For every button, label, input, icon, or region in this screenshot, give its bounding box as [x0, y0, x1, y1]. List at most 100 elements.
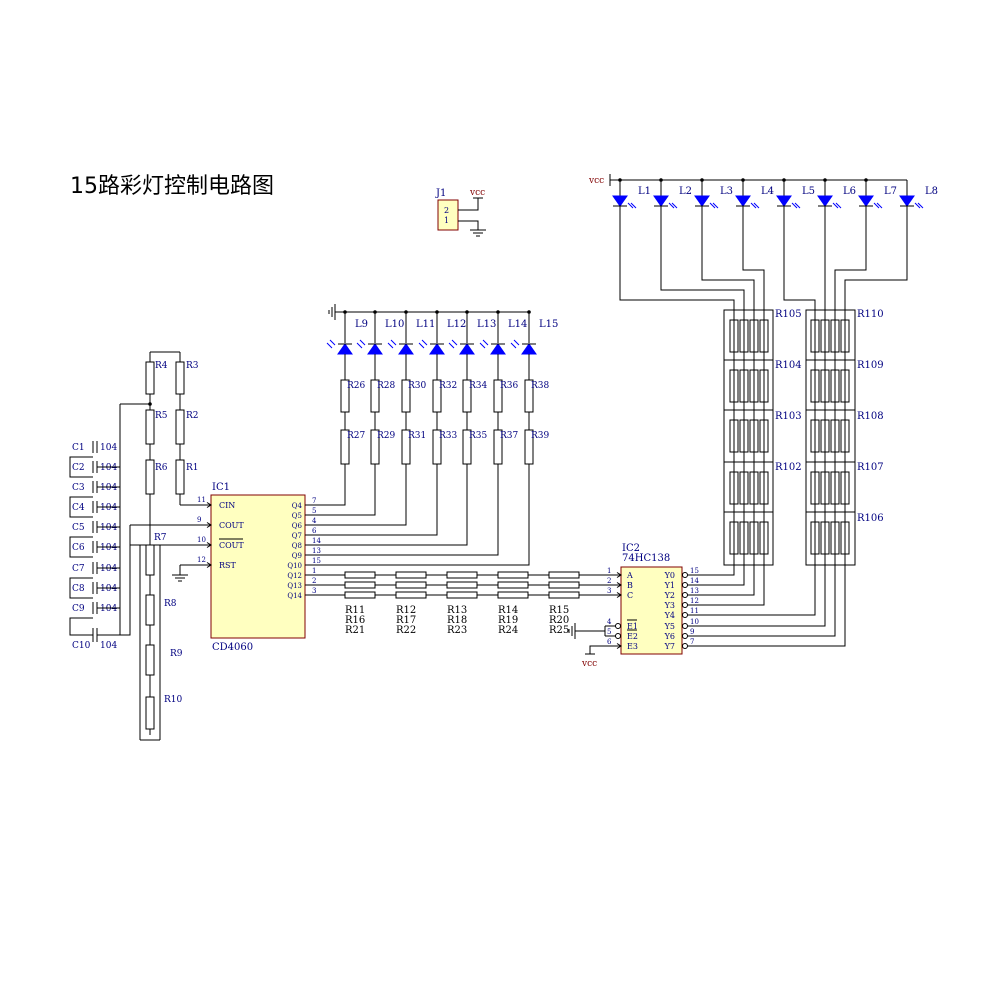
capacitor-value: 104 — [100, 463, 117, 473]
pin-number: 6 — [607, 638, 612, 646]
pin-bubble — [682, 572, 688, 578]
pin-number: 12 — [197, 556, 206, 564]
pin-number: 7 — [312, 497, 316, 505]
ic1-body — [210, 494, 306, 639]
capacitor-value: 104 — [100, 564, 117, 574]
resistor-label: R9 — [170, 649, 183, 659]
pin-name: Q7 — [292, 532, 302, 540]
wire — [834, 206, 867, 310]
resistor-label: R2 — [186, 411, 199, 421]
led-light-icon — [791, 202, 801, 209]
pin-number: 2 — [312, 577, 316, 585]
led-symbol — [858, 195, 874, 207]
led-symbol — [490, 343, 506, 355]
capacitor-label: C6 — [72, 543, 85, 553]
resistor-series — [548, 581, 580, 589]
resistor-label: R12 — [396, 605, 416, 616]
pin-name: Y5 — [664, 622, 675, 631]
resistor-label: R39 — [531, 431, 550, 441]
pin-name: RST — [219, 561, 237, 570]
wire — [97, 525, 131, 636]
capacitor-label: C5 — [72, 523, 85, 533]
pin-number: 4 — [312, 517, 317, 525]
led-symbol — [735, 195, 751, 207]
led-symbol — [694, 195, 710, 207]
pin-number: 13 — [690, 587, 699, 595]
resistor-series — [395, 591, 427, 599]
led-symbol — [899, 195, 915, 207]
led-label: L12 — [447, 319, 466, 330]
led-symbol — [429, 343, 445, 355]
resistor-label: R24 — [498, 625, 518, 636]
pin-number: 10 — [690, 618, 699, 626]
capacitor-label: C10 — [72, 641, 91, 651]
resistor-label: R11 — [345, 605, 365, 616]
led-light-icon — [326, 339, 336, 349]
pin-bubble — [615, 623, 621, 629]
led-light-icon — [709, 202, 719, 209]
pin-number: 13 — [312, 547, 321, 555]
led-light-icon — [356, 339, 366, 349]
wire — [844, 206, 908, 310]
pin-number: 5 — [312, 507, 316, 515]
pin-number: 4 — [607, 618, 612, 626]
resistor-label: R102 — [775, 462, 802, 473]
wire — [325, 464, 468, 546]
wire — [700, 565, 816, 616]
pin-number: 5 — [607, 628, 611, 636]
resistor-label: R38 — [531, 381, 550, 391]
pin-name: Q9 — [292, 552, 302, 560]
resistor-series — [446, 571, 478, 579]
resistor-label: R23 — [447, 625, 467, 636]
led-light-icon — [668, 202, 678, 209]
wire — [97, 506, 121, 528]
pin-name: Y7 — [664, 642, 675, 651]
led-light-icon — [387, 339, 397, 349]
resistor-r2 — [175, 409, 185, 445]
pin-name: A — [626, 571, 633, 580]
ic2-ref: IC2 — [622, 543, 640, 554]
ic2-part: 74HC138 — [622, 553, 670, 564]
pin-number: 10 — [197, 536, 206, 544]
resistor-series — [497, 591, 529, 599]
pin-arrow — [206, 502, 212, 508]
led-light-icon — [448, 339, 458, 349]
pin-number: 11 — [690, 607, 699, 615]
pin-name: COUT — [219, 521, 244, 530]
wire — [700, 565, 846, 647]
led-symbol — [817, 195, 833, 207]
pin-name: Q10 — [287, 562, 302, 570]
resistor-label: R26 — [347, 381, 366, 391]
resistor-series — [344, 581, 376, 589]
capacitor-value: 104 — [100, 604, 117, 614]
resistor-label: R8 — [164, 599, 177, 609]
led-label: L4 — [761, 186, 774, 197]
resistor-label: R20 — [549, 615, 569, 626]
resistor-label: R107 — [857, 462, 884, 473]
pin-name: Y0 — [664, 571, 675, 580]
pin-name: Y6 — [664, 632, 675, 641]
resistor-label: R108 — [857, 411, 884, 422]
pin-name: B — [627, 581, 633, 590]
pin-number: 11 — [197, 496, 206, 504]
wire — [325, 464, 499, 556]
wire — [69, 536, 93, 558]
led-symbol — [776, 195, 792, 207]
pin-bubble — [682, 582, 688, 588]
vcc-label: vcc — [588, 176, 604, 186]
resistor-series — [497, 571, 529, 579]
resistor-label: R21 — [345, 625, 365, 636]
led-symbol — [521, 343, 537, 355]
wire — [69, 456, 93, 478]
wire — [69, 496, 93, 518]
resistor-series — [548, 591, 580, 599]
led-light-icon — [832, 202, 842, 209]
capacitor-label: C3 — [72, 483, 85, 493]
resistor-series — [395, 571, 427, 579]
led-label: L3 — [720, 186, 733, 197]
led-label: L9 — [355, 319, 368, 330]
led-light-icon — [479, 339, 489, 349]
j1-ref: J1 — [435, 188, 446, 199]
resistor-label: R34 — [469, 381, 488, 391]
